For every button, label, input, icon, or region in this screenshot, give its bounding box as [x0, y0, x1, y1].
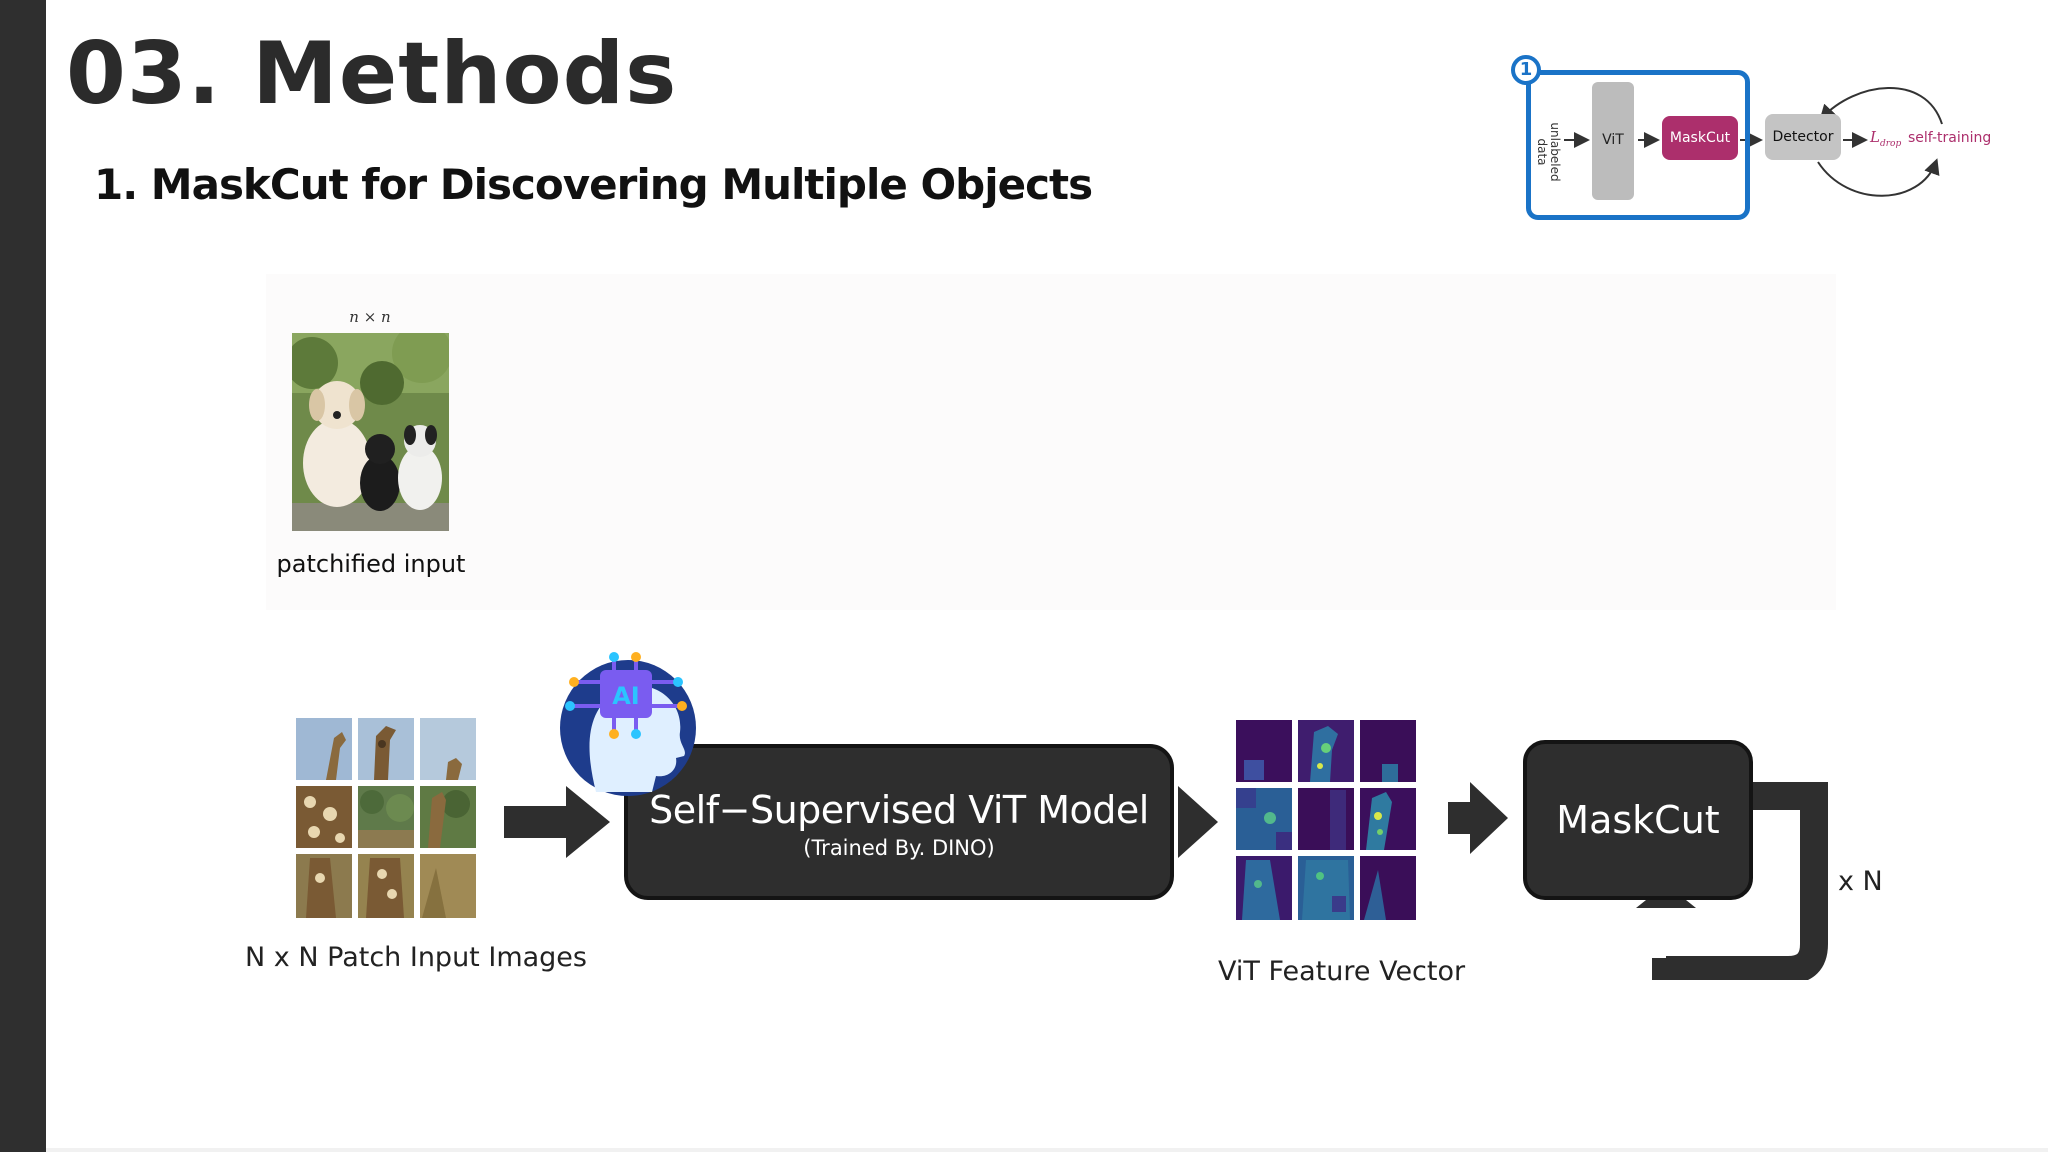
example-panel — [266, 274, 1836, 610]
patch-4 — [296, 786, 352, 848]
feature-patch-3 — [1360, 720, 1416, 782]
vit-feature-caption: ViT Feature Vector — [1218, 956, 1466, 987]
loss-symbol: L — [1870, 128, 1880, 146]
pipeline-diagram: 1 unlabeled data ViT MaskCut Detector Ld… — [1500, 48, 2000, 238]
feature-patch-8 — [1298, 856, 1354, 920]
left-accent-bar — [0, 0, 46, 1152]
slide-subtitle: 1. MaskCut for Discovering Multiple Obje… — [94, 160, 1093, 209]
arrow-features-to-maskcut — [1448, 782, 1508, 854]
feature-patch-5 — [1298, 788, 1354, 850]
patch-2 — [358, 718, 414, 780]
vit-model-subtitle: (Trained By. DINO) — [803, 836, 995, 860]
patch-5 — [358, 786, 414, 848]
patch-6 — [420, 786, 476, 848]
vit-feature-grid — [1236, 720, 1418, 922]
detector-pill: Detector — [1765, 114, 1841, 160]
feature-patch-1 — [1236, 720, 1292, 782]
giraffe-patch-grid — [296, 718, 478, 918]
bottom-strip — [46, 1148, 2048, 1152]
arrow-input-to-model — [504, 786, 610, 858]
repeat-count-label: x N — [1838, 866, 1883, 897]
self-training-label: self-training — [1908, 130, 1992, 146]
circuit-nodes — [565, 652, 687, 739]
loss-subscript: drop — [1879, 139, 1902, 149]
maskcut-pill: MaskCut — [1662, 116, 1738, 160]
self-training-arc-bottom — [1817, 158, 1940, 197]
unlabeled-data-label: unlabeled data — [1535, 122, 1562, 182]
patch-7 — [296, 854, 352, 918]
ai-brain-icon: AI — [556, 652, 698, 800]
ai-icon-text: AI — [612, 682, 640, 710]
slide-title: 03. Methods — [66, 24, 678, 124]
feature-patch-6 — [1360, 788, 1416, 850]
stage-one-box — [1526, 70, 1750, 220]
vit-block — [1592, 82, 1634, 200]
stage-number-badge: 1 — [1511, 55, 1541, 85]
feature-patch-7 — [1236, 856, 1292, 920]
patch-9 — [420, 854, 476, 918]
dogs-photo — [292, 333, 449, 531]
vit-label: ViT — [1602, 132, 1624, 148]
vit-model-title: Self−Supervised ViT Model — [649, 788, 1149, 832]
patch-1 — [296, 718, 352, 780]
patch-input-caption: N x N Patch Input Images — [245, 942, 587, 973]
grid-size-label: n × n — [349, 308, 391, 326]
feature-patch-9 — [1360, 856, 1416, 920]
arrow-model-to-features — [1178, 786, 1218, 858]
feature-patch-2 — [1298, 720, 1354, 782]
vit-model-box: Self−Supervised ViT Model (Trained By. D… — [624, 744, 1174, 900]
loss-label: Ldrop — [1870, 128, 1901, 149]
pipeline-connectors — [1564, 87, 1943, 197]
maskcut-box: MaskCut — [1523, 740, 1753, 900]
self-training-arc-top — [1819, 87, 1943, 125]
feature-patch-4 — [1236, 788, 1292, 850]
patch-8 — [358, 854, 414, 918]
patch-3 — [420, 718, 476, 780]
patchified-input-caption: patchified input — [276, 550, 466, 578]
